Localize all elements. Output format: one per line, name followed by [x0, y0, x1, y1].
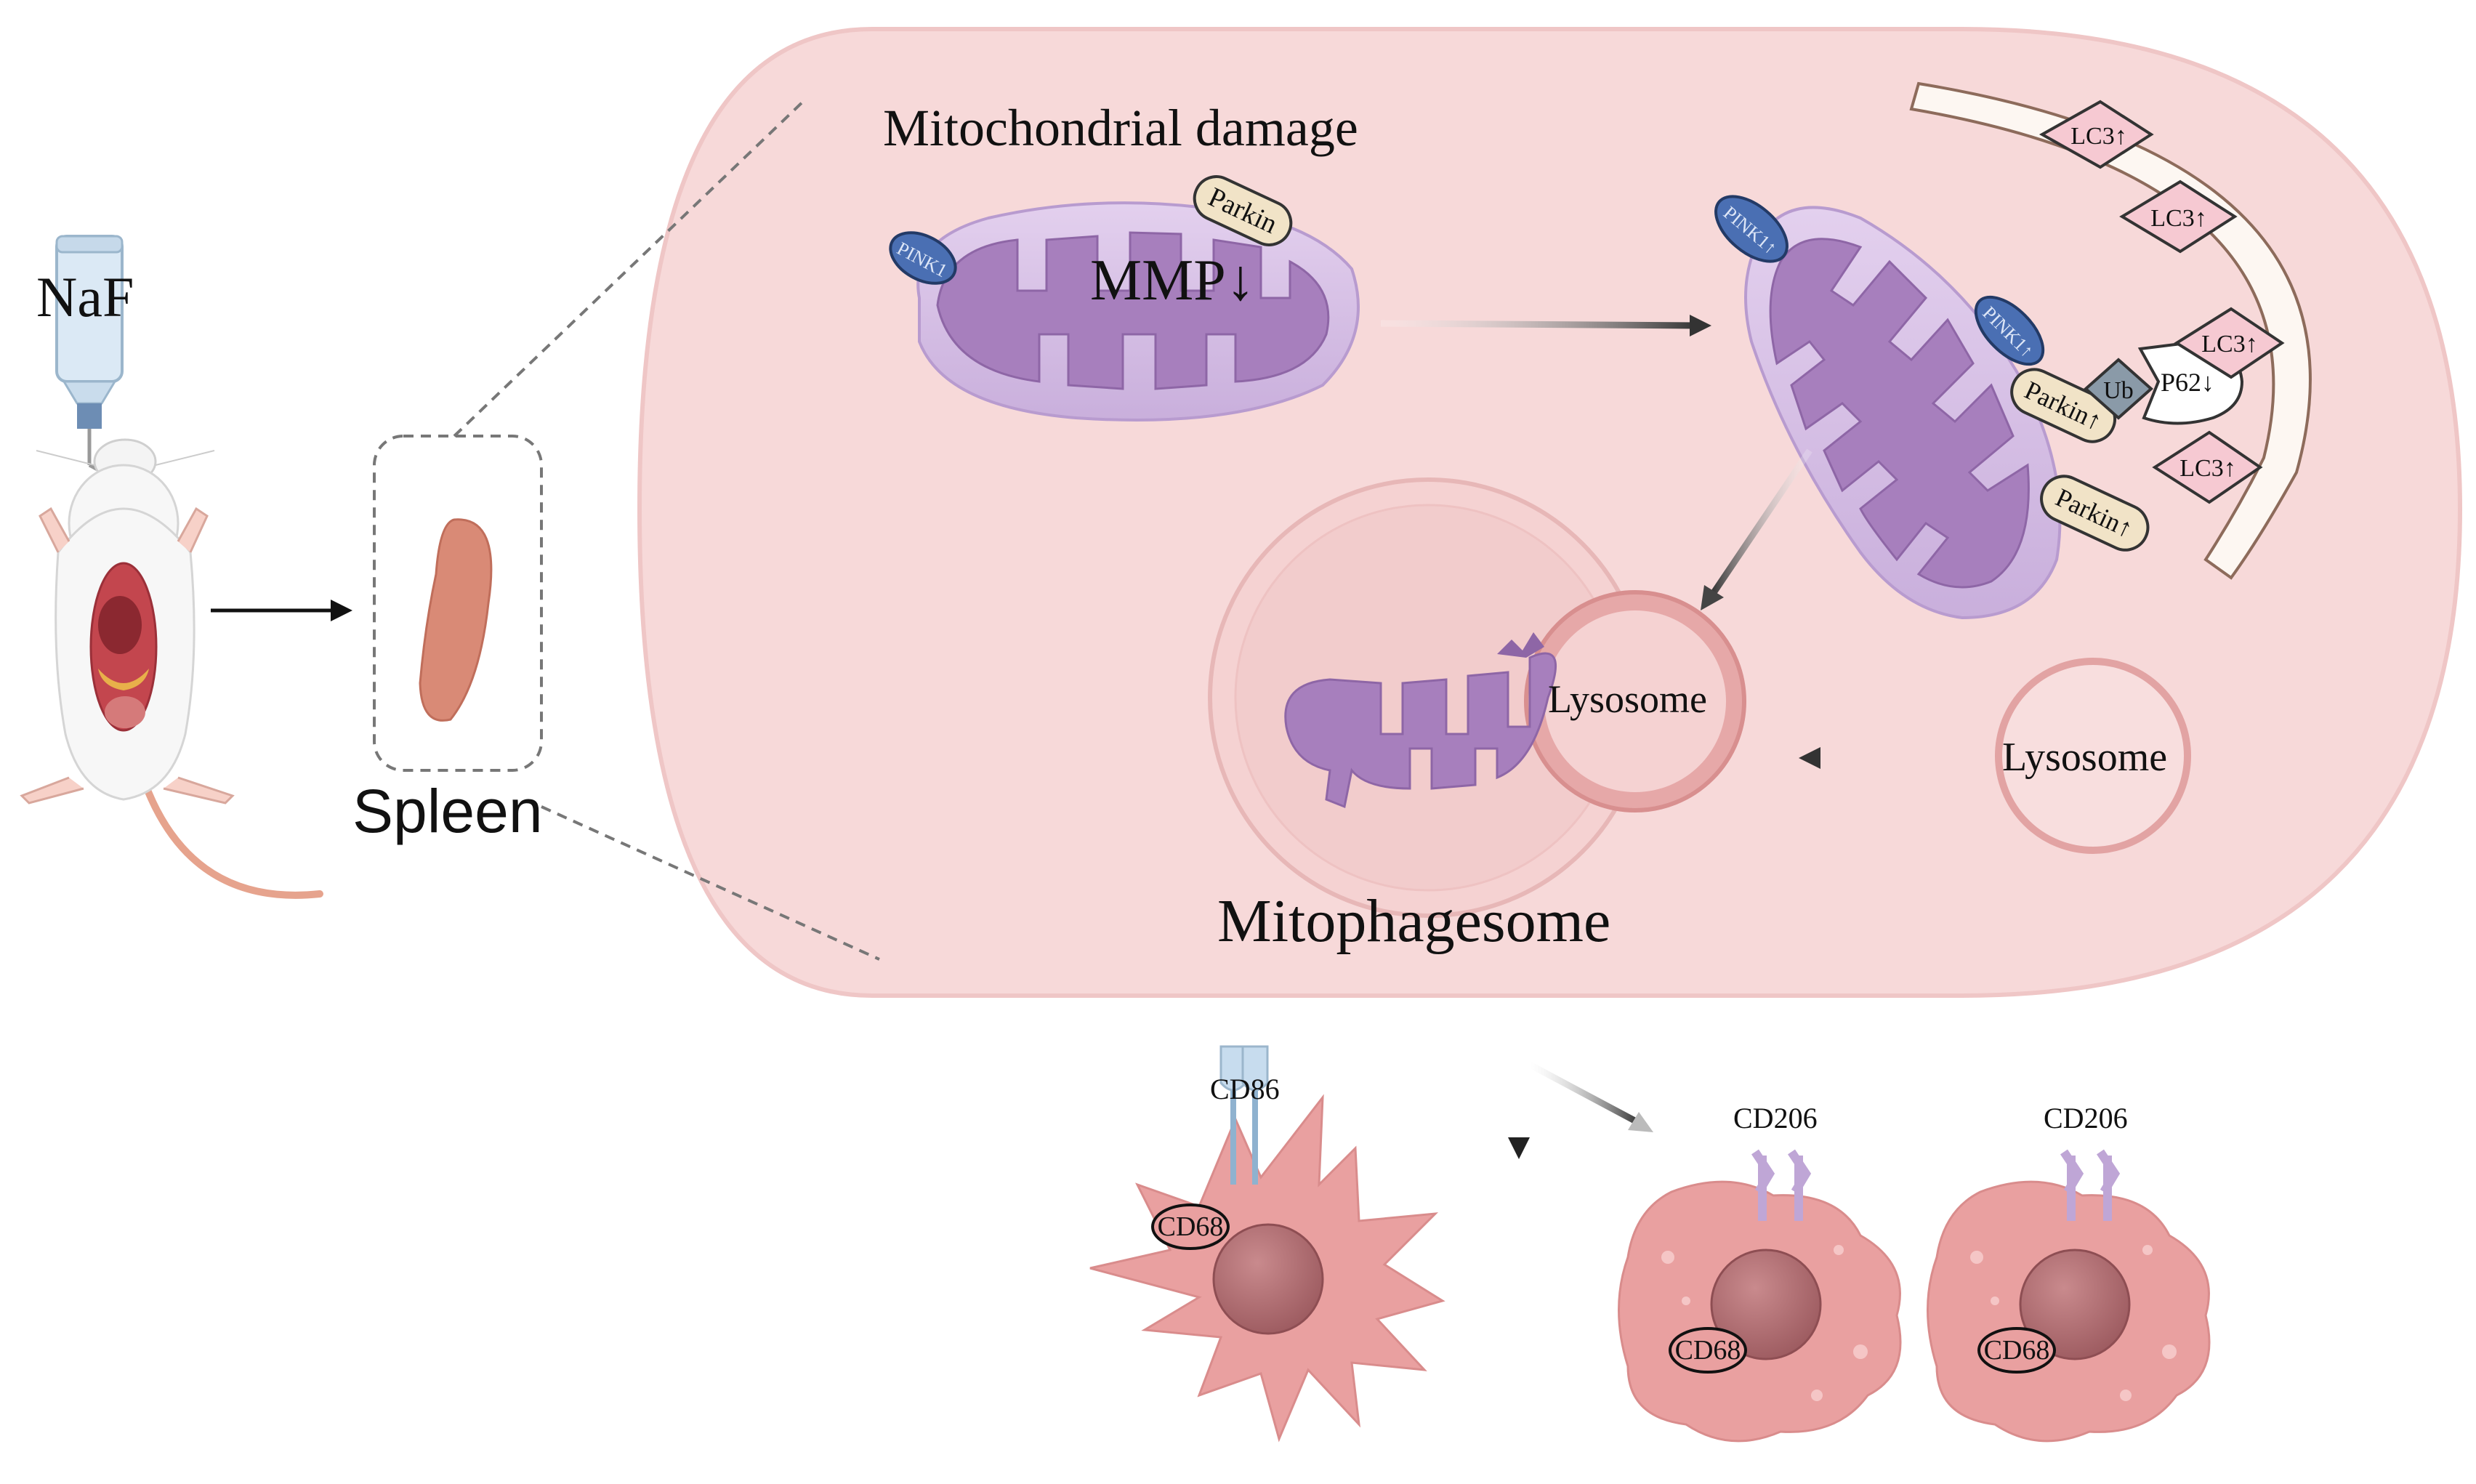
svg-text:LC3↑: LC3↑ [2201, 331, 2257, 358]
cd86-label: CD86 [1210, 1073, 1280, 1105]
svg-text:CD68: CD68 [1158, 1211, 1224, 1242]
svg-text:CD68: CD68 [1675, 1335, 1741, 1366]
svg-text:LC3↑: LC3↑ [2179, 455, 2235, 482]
lysosome-free [1995, 658, 2191, 854]
svg-text:LC3↑: LC3↑ [2150, 205, 2206, 232]
water-bottle-icon [55, 235, 124, 482]
mitophagesome [1208, 477, 1746, 918]
spleen-box [373, 435, 543, 772]
svg-text:P62↓: P62↓ [2161, 368, 2214, 397]
macrophage-icon [1089, 1045, 1445, 1443]
cd206-a-label: CD206 [1733, 1102, 1818, 1134]
zoom-line-bottom [541, 805, 880, 961]
lc3-marker-1: LC3↑ [2039, 100, 2154, 169]
cd68-m2b-marker: CD68 [1977, 1327, 2056, 1374]
mitophagesome-label: Mitophagesome [1217, 887, 1610, 955]
cd68-m2a-marker: CD68 [1669, 1327, 1747, 1374]
spleen-icon [419, 518, 493, 722]
lysosome-fused-label: Lysosome [1548, 677, 1707, 721]
svg-text:LC3↑: LC3↑ [2070, 123, 2126, 150]
lc3-marker-2: LC3↑ [2119, 180, 2238, 254]
svg-text:Ub: Ub [2103, 377, 2134, 404]
ub-marker: Ub [2083, 358, 2154, 420]
lc3-marker-4: LC3↑ [2152, 430, 2263, 504]
macrophage-m2-a [1618, 1149, 1902, 1443]
mitochondrion-right [1744, 206, 2062, 620]
zoom-line-top [453, 97, 808, 437]
lysosome-free-label: Lysosome [2002, 735, 2167, 780]
svg-text:CD68: CD68 [1984, 1335, 2050, 1366]
cd68-m1-marker: CD68 [1151, 1203, 1230, 1250]
mmp-label: MMP↓ [1090, 249, 1255, 312]
parkin-right-2: Parkin↑ [2040, 475, 2150, 552]
m2-arrow [1528, 1062, 1641, 1126]
naf-label: NaF [36, 265, 134, 328]
cd206-b-label: CD206 [2044, 1102, 2128, 1134]
rat-icon [20, 438, 323, 899]
mitochondrion-left [916, 201, 1360, 422]
damage-arrow [1380, 320, 1698, 329]
spleen-label: Spleen [352, 777, 543, 845]
fusion-arrow [1709, 448, 1812, 598]
lc3-marker-3: LC3↑ [2174, 307, 2285, 379]
macrophage-m2-b [1927, 1149, 2211, 1443]
mito-damage-title: Mitochondrial damage [883, 99, 1358, 157]
